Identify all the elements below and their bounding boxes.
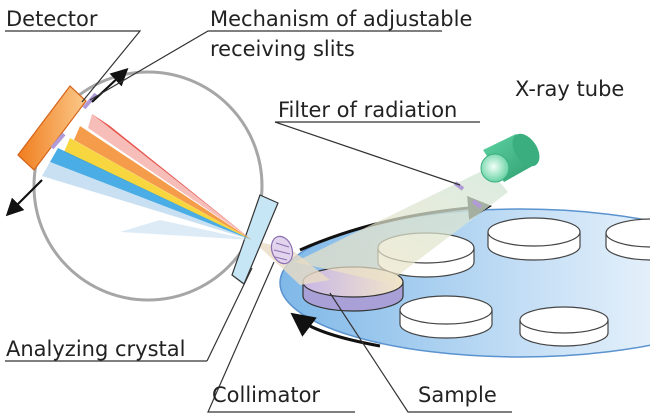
label-filter: Filter of radiation	[278, 98, 457, 122]
label-sample: Sample	[418, 383, 497, 407]
sample-cup	[487, 217, 581, 261]
label-slits-line1: Mechanism of adjustable	[210, 7, 472, 31]
receiving-slits	[50, 92, 98, 150]
label-xray-tube: X-ray tube	[515, 77, 624, 101]
label-collimator: Collimator	[212, 383, 320, 407]
sample-cup	[519, 306, 609, 347]
detector	[17, 85, 87, 171]
sample-cup	[399, 295, 493, 339]
collimator	[270, 235, 294, 265]
goniometer-circle	[32, 70, 264, 302]
label-analyzing-crystal: Analyzing crystal	[6, 337, 185, 361]
xray-tube	[480, 133, 540, 183]
analyzing-crystal	[231, 194, 279, 285]
label-slits-line2: receiving slits	[210, 37, 355, 61]
label-detector: Detector	[6, 7, 98, 31]
leader-lines	[5, 30, 512, 413]
sample-cup	[605, 218, 650, 261]
diffracted-rays	[42, 114, 252, 240]
primary-beam	[295, 168, 508, 283]
detector-move-arrows	[5, 67, 129, 217]
